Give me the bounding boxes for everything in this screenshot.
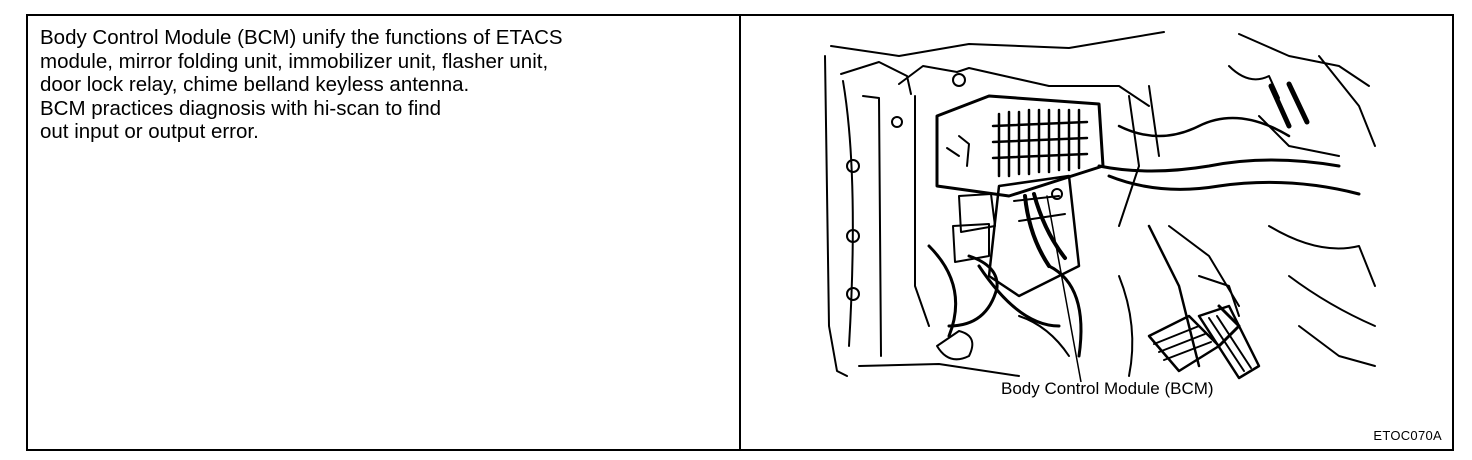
figure-code: ETOC070A [1373,428,1442,443]
description-line: out input or output error. [40,120,259,143]
description-line: door lock relay, chime belland keyless a… [40,73,470,96]
description-line: Body Control Module (BCM) unify the func… [40,26,563,49]
description-line: module, mirror folding unit, immobilizer… [40,49,549,73]
description-text: Body Control Module (BCM) unify the func… [40,26,739,144]
content-table: Body Control Module (BCM) unify the func… [26,14,1454,451]
figure-cell: Body Control Module (BCM) ETOC070A [741,16,1452,449]
bcm-location-illustration [824,31,1376,382]
figure-caption: Body Control Module (BCM) [1001,379,1214,398]
description-cell: Body Control Module (BCM) unify the func… [28,16,741,449]
description-line: BCM practices diagnosis with hi-scan to … [40,96,442,120]
